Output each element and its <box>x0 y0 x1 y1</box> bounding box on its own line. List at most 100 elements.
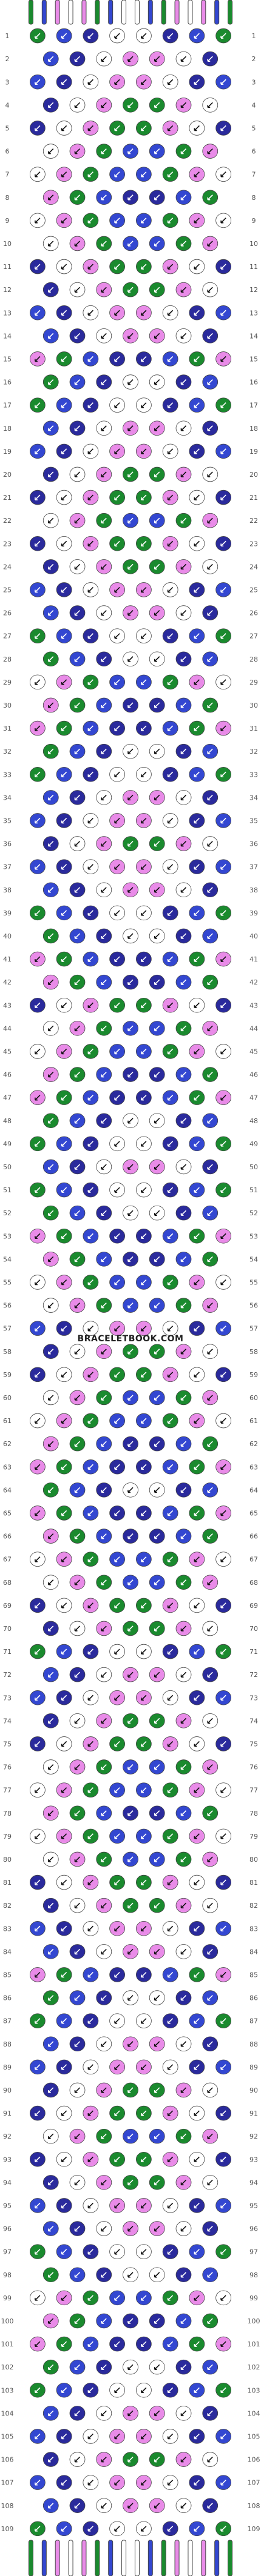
knot-arrow-icon <box>220 1048 226 1055</box>
knot-arrow-icon <box>87 171 93 178</box>
knot-arrow-icon <box>167 1326 174 1332</box>
row-number-left: 7 <box>5 171 10 179</box>
knot-arrow-icon <box>167 679 174 685</box>
row-number-right: 32 <box>249 748 258 755</box>
knot-arrow-icon <box>207 241 213 247</box>
knot-arrow-icon <box>207 1349 213 1355</box>
knot-arrow-icon <box>207 840 213 847</box>
knot-arrow-icon <box>74 1071 81 1078</box>
row-number-left: 4 <box>5 101 10 109</box>
knot-arrow-icon <box>114 79 120 85</box>
knot-arrow-icon <box>220 402 226 408</box>
knot-arrow-icon <box>127 887 134 893</box>
knot-arrow-icon <box>220 1002 226 1009</box>
knot-arrow-icon <box>167 33 174 39</box>
knot-arrow-icon <box>194 33 200 39</box>
knot-arrow-icon <box>167 2249 174 2255</box>
knot-arrow-icon <box>141 310 147 316</box>
knot-arrow-icon <box>87 956 93 962</box>
row-number-right: 4 <box>252 101 256 109</box>
knot-arrow-icon <box>35 956 41 962</box>
knot-arrow-icon <box>141 494 147 500</box>
row-number-right: 73 <box>249 1694 258 1702</box>
knot-arrow-icon <box>220 310 226 316</box>
knot-arrow-icon <box>127 471 134 477</box>
knot-arrow-icon <box>141 1279 147 1286</box>
knot-arrow-icon <box>141 217 147 224</box>
knot-arrow-icon <box>220 771 226 778</box>
row-number-right: 33 <box>249 771 258 778</box>
string-end-bottom <box>95 2540 100 2576</box>
knot-arrow-icon <box>35 1418 41 1424</box>
knot-arrow-icon <box>127 333 134 339</box>
knot-arrow-icon <box>194 1279 200 1286</box>
knot-arrow-icon <box>127 2364 134 2370</box>
row-number-left: 77 <box>3 1787 12 1794</box>
row-number-right: 6 <box>252 148 256 156</box>
row-number-left: 44 <box>3 1024 12 1032</box>
knot-arrow-icon <box>141 1095 147 1101</box>
knot-arrow-icon <box>74 102 81 108</box>
knot-arrow-icon <box>141 817 147 824</box>
knot-arrow-icon <box>47 1533 54 1539</box>
string-end-top <box>214 0 220 25</box>
knot-arrow-icon <box>220 2110 226 2116</box>
row-number-right: 24 <box>249 563 258 571</box>
knot-arrow-icon <box>194 402 200 408</box>
row-number-left: 87 <box>3 2017 12 2025</box>
knot-arrow-icon <box>61 1648 67 1655</box>
knot-arrow-icon <box>220 2387 226 2394</box>
row-number-left: 1 <box>5 32 10 40</box>
knot-arrow-icon <box>220 448 226 454</box>
knot-arrow-icon <box>47 1349 54 1355</box>
knot-arrow-icon <box>127 933 134 939</box>
row-number-left: 9 <box>5 217 10 225</box>
knot-arrow-icon <box>194 817 200 824</box>
knot-arrow-icon <box>207 1994 213 2001</box>
knot-arrow-icon <box>220 1925 226 1932</box>
knot-arrow-icon <box>47 1579 54 1585</box>
knot-arrow-icon <box>35 33 41 39</box>
knot-arrow-icon <box>194 2295 200 2301</box>
knot-arrow-icon <box>61 633 67 639</box>
row-number-left: 98 <box>3 2271 12 2279</box>
knot-arrow-icon <box>194 310 200 316</box>
knot-arrow-icon <box>127 2410 134 2417</box>
row-number-right: 86 <box>249 1994 258 2002</box>
row-number-right: 45 <box>249 1047 258 1055</box>
knot-arrow-icon <box>180 241 187 247</box>
knot-arrow-icon <box>194 956 200 962</box>
knot-arrow-icon <box>154 2272 160 2278</box>
knot-arrow-icon <box>154 1210 160 1216</box>
knot-arrow-icon <box>74 702 81 708</box>
knot-arrow-icon <box>87 310 93 316</box>
row-number-right: 14 <box>249 332 258 340</box>
row-number-right: 95 <box>249 2202 258 2209</box>
knot-arrow-icon <box>207 2179 213 2186</box>
knot-arrow-icon <box>35 2295 41 2301</box>
knot-arrow-icon <box>35 2433 41 2440</box>
row-number-right: 61 <box>249 1417 258 1425</box>
knot-arrow-icon <box>127 1256 134 1263</box>
row-number-left: 72 <box>3 1671 12 1679</box>
knot-arrow-icon <box>127 241 134 247</box>
knot-arrow-icon <box>220 956 226 962</box>
knot-arrow-icon <box>47 333 54 339</box>
knot-arrow-icon <box>180 887 187 893</box>
row-number-left: 31 <box>3 725 12 732</box>
knot-arrow-icon <box>167 2156 174 2163</box>
knot-arrow-icon <box>167 2295 174 2301</box>
knot-arrow-icon <box>35 540 41 547</box>
knot-arrow-icon <box>207 194 213 201</box>
knot-arrow-icon <box>180 1579 187 1585</box>
knot-arrow-icon <box>207 1671 213 1678</box>
knot-arrow-icon <box>154 2456 160 2463</box>
row-number-left: 49 <box>3 1140 12 1148</box>
knot-arrow-icon <box>47 2364 54 2370</box>
row-number-right: 43 <box>249 1001 258 1009</box>
row-number-right: 62 <box>249 1440 258 1448</box>
row-number-right: 93 <box>249 2156 258 2163</box>
string-end-bottom <box>28 2540 33 2576</box>
row-number-left: 47 <box>3 1094 12 1102</box>
knot-arrow-icon <box>154 2133 160 2139</box>
